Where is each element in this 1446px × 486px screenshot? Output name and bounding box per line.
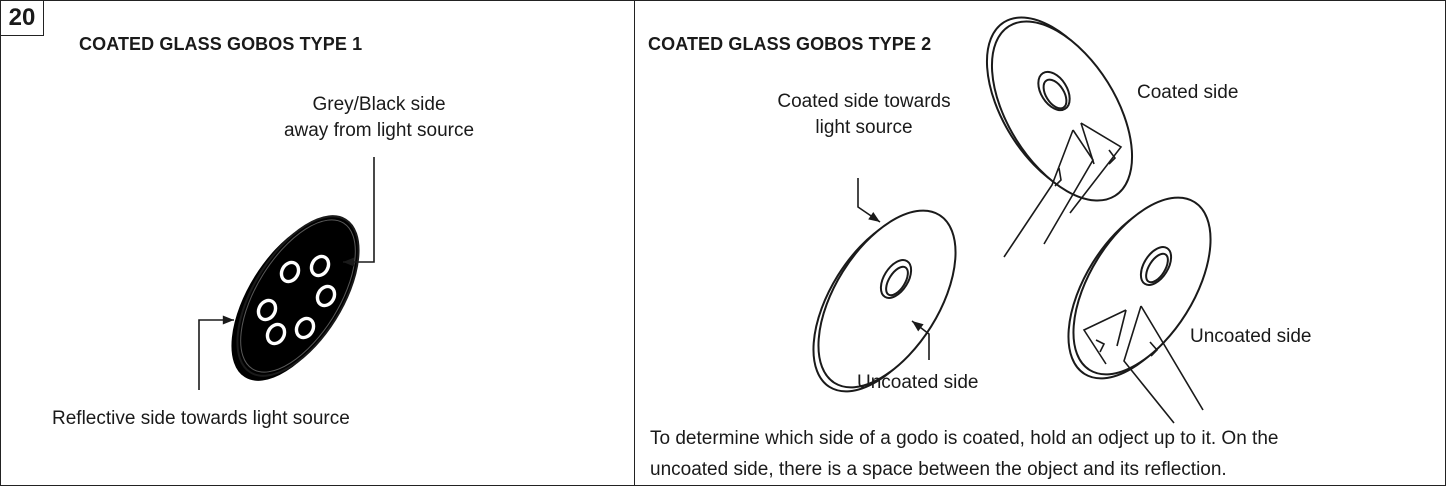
gobo-type1-disc — [231, 215, 360, 381]
pencils-top — [1003, 122, 1123, 258]
leader-reflective — [198, 315, 234, 390]
label-uncoated-side-b: Uncoated side — [1190, 326, 1312, 347]
leader-coated-towards — [857, 178, 881, 223]
gobo-type1-holes — [256, 254, 337, 346]
instruction-text: To determine which side of a godo is coa… — [650, 423, 1440, 485]
page-number: 20 — [0, 0, 44, 36]
gobo-type2-right — [1067, 196, 1212, 380]
label-greyblack-line2: away from light source — [283, 120, 475, 141]
label-coated-towards-line1: Coated side towards — [777, 91, 951, 112]
label-greyblack-side: Grey/Black side away from light source — [244, 92, 514, 144]
label-greyblack-line1: Grey/Black side — [312, 94, 446, 115]
instruction-line2: uncoated side, there is a space between … — [650, 459, 1227, 480]
label-reflective-side: Reflective side towards light source — [52, 408, 350, 429]
label-coated-towards-line2: light source — [815, 117, 913, 138]
heading-type2: COATED GLASS GOBOS TYPE 2 — [648, 34, 932, 54]
leader-greyblack — [343, 157, 375, 267]
label-uncoated-side-a: Uncoated side — [857, 372, 979, 393]
pencils-right — [1082, 305, 1204, 424]
leader-uncoated-a — [911, 320, 930, 360]
label-coated-towards: Coated side towards light source — [758, 89, 970, 141]
instruction-line1: To determine which side of a godo is coa… — [650, 428, 1279, 449]
heading-type1: COATED GLASS GOBOS TYPE 1 — [79, 34, 363, 54]
gobo-type2-top — [985, 16, 1134, 202]
label-coated-side: Coated side — [1137, 82, 1239, 103]
gobo-type2-middle — [812, 209, 957, 393]
